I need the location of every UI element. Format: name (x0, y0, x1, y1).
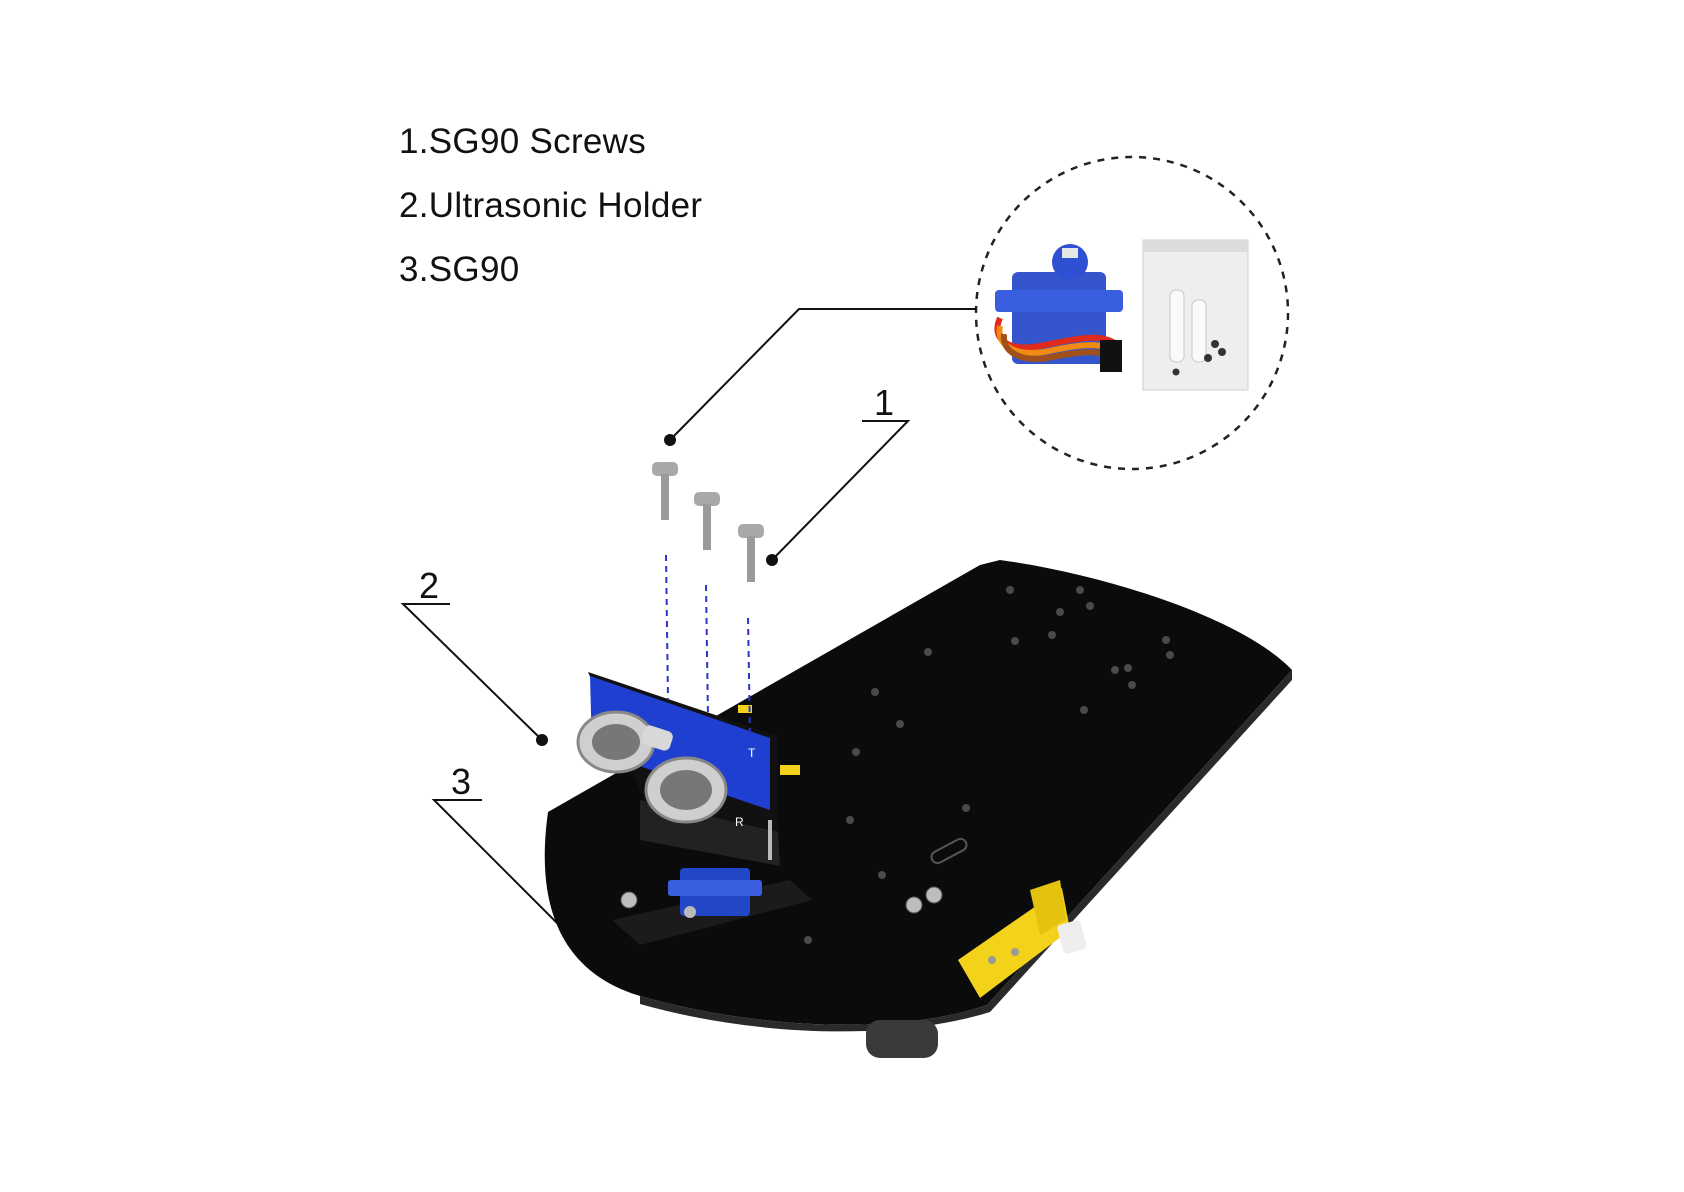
transducer-label-r: R (735, 815, 744, 829)
callout-number-1: 1 (874, 382, 894, 424)
leader-line-inset (670, 309, 976, 440)
sg90-screw-3 (738, 524, 764, 582)
callout-number-3: 3 (451, 761, 471, 803)
caster-wheel (866, 1020, 938, 1058)
leader-line-1 (772, 421, 908, 560)
transducer-label-t: T (748, 746, 756, 760)
leader-dot-1 (766, 554, 778, 566)
leader-dot-2 (536, 734, 548, 746)
leader-dot-inset (664, 434, 676, 446)
leader-line-2 (403, 604, 542, 740)
sg90-screw-2 (694, 492, 720, 550)
inset-servo-image (995, 244, 1123, 372)
sg90-screw-1 (652, 462, 678, 520)
inset-screw-bag-image (1143, 240, 1248, 390)
callout-number-2: 2 (419, 565, 439, 607)
